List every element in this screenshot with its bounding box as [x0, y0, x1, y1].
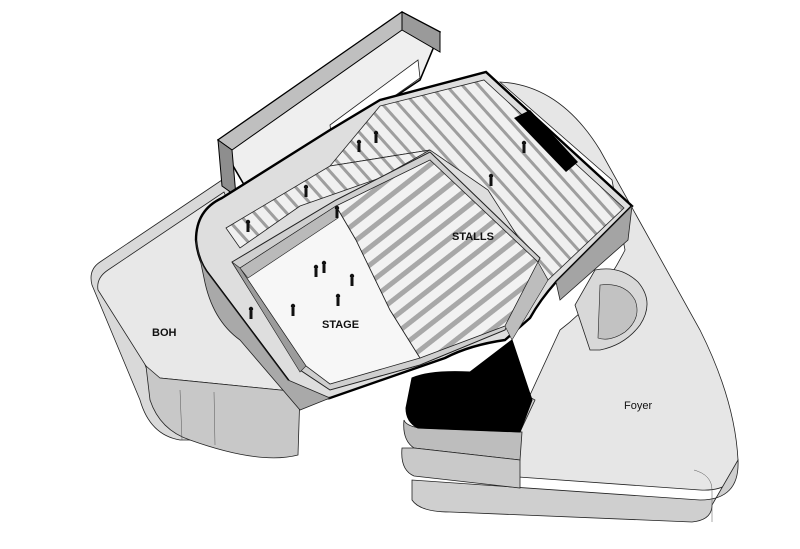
person-figure — [521, 140, 527, 153]
person-figure — [373, 130, 379, 143]
stalls-label: STALLS — [452, 231, 494, 243]
person-figure — [488, 173, 494, 186]
fly-tower — [216, 11, 442, 198]
person-figure — [245, 219, 251, 232]
person-figure — [303, 184, 309, 197]
boh-label: BOH — [152, 327, 177, 339]
stalls-rake — [335, 159, 539, 359]
stage-label: STAGE — [322, 319, 359, 331]
person-figure — [321, 260, 327, 273]
front-volume — [401, 339, 536, 489]
foyer-wing — [411, 81, 739, 523]
black-core-block — [405, 339, 533, 433]
person-figure — [349, 273, 355, 286]
person-figure — [356, 139, 362, 152]
person-figure — [290, 303, 296, 316]
person-figure — [313, 264, 319, 277]
person-figure — [335, 293, 341, 306]
scale-figures — [245, 130, 527, 319]
auditorium-shell — [194, 70, 634, 411]
control-booth — [514, 110, 578, 172]
person-figure — [334, 205, 340, 218]
person-figure — [248, 306, 254, 319]
foyer-label: Foyer — [624, 400, 652, 412]
